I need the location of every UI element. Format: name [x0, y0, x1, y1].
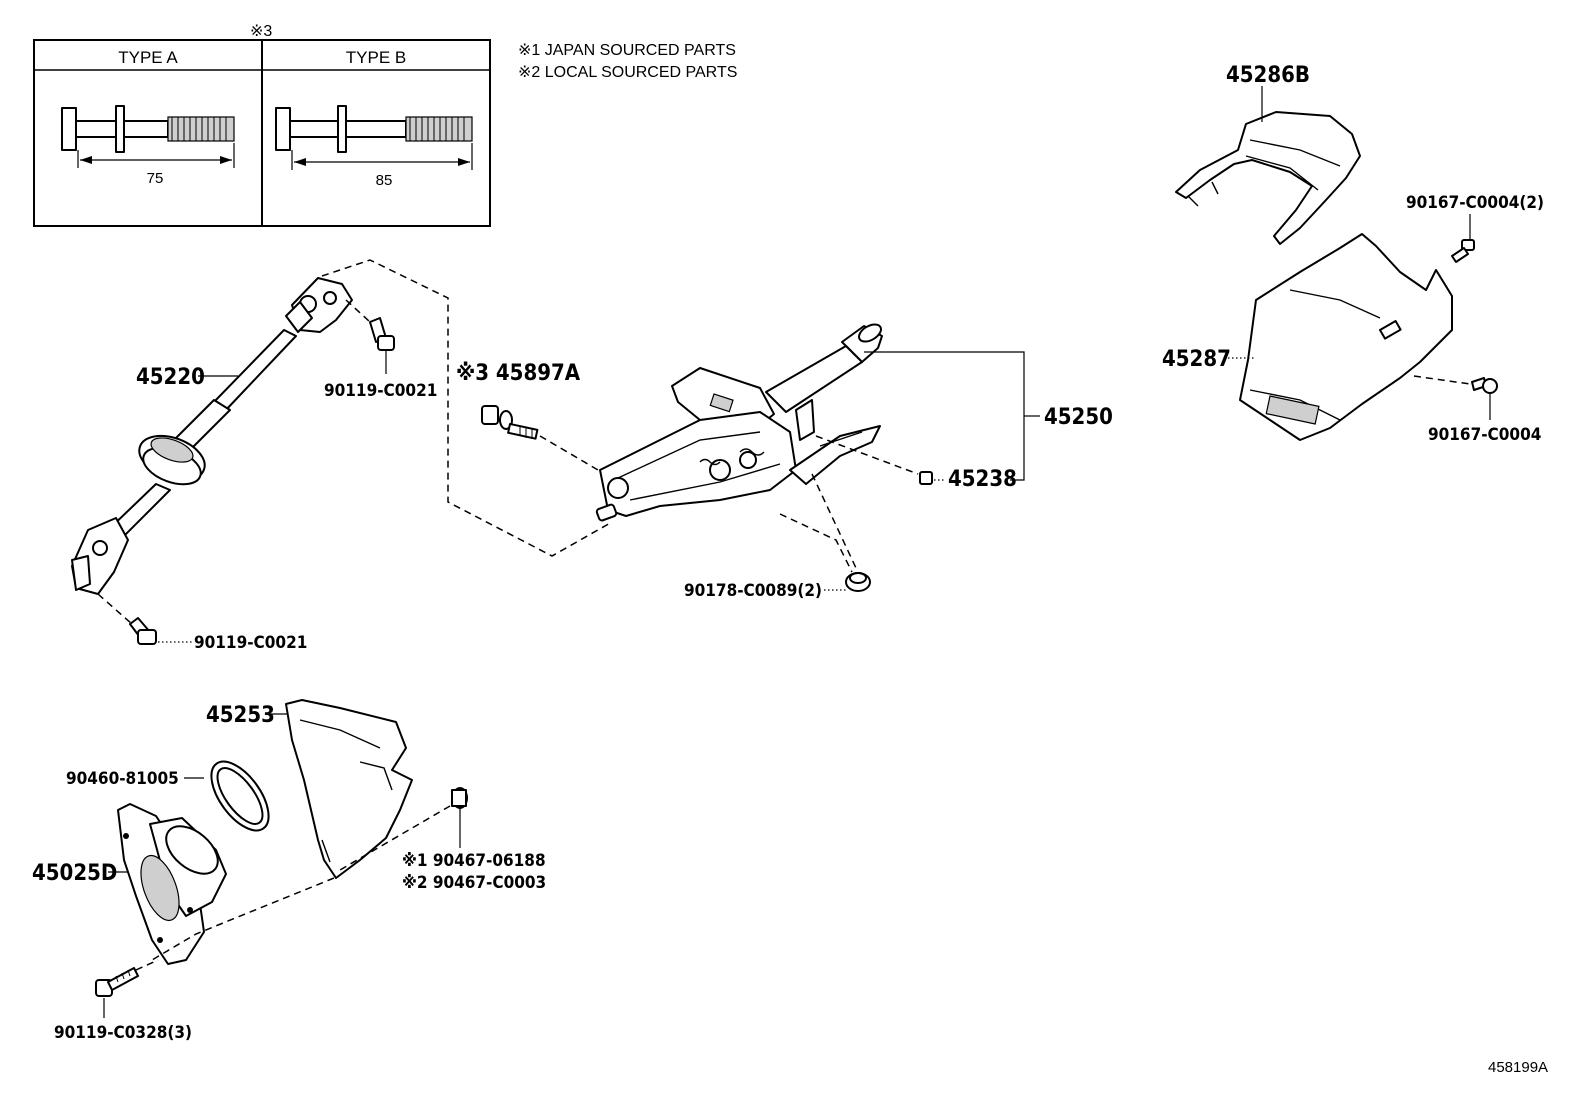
label-90119-c0328: 90119-C0328(3) — [54, 1023, 192, 1043]
type-b-length: 85 — [376, 172, 393, 189]
label-45253: 45253 — [206, 703, 275, 728]
label-90467-06188: ※1 90467-06188 — [402, 851, 546, 871]
screw-90167-c0004-2-icon — [1451, 239, 1475, 263]
label-45220: 45220 — [136, 365, 205, 390]
upper-cover-45286b — [1175, 111, 1361, 245]
bolt-90119-c0021-top-icon — [369, 317, 395, 351]
nut-90178-c0089-icon — [845, 572, 871, 592]
bolt-type-table: TYPE A TYPE B 75 — [33, 39, 491, 227]
lower-cover-45287 — [1239, 233, 1453, 441]
note-local-sourced: ※2 LOCAL SOURCED PARTS — [518, 64, 737, 81]
label-45897a: ※3 45897A — [456, 361, 581, 386]
label-45286b: 45286B — [1226, 63, 1310, 88]
note-japan-sourced: ※1 JAPAN SOURCED PARTS — [518, 42, 736, 59]
label-45238: 45238 — [948, 467, 1017, 492]
type-b-bolt-icon — [275, 105, 473, 170]
label-90167-c0004: 90167-C0004 — [1428, 425, 1541, 445]
clip-90467-icon — [451, 787, 468, 809]
boot-assembly-45025d — [117, 803, 227, 965]
type-a-length: 75 — [147, 170, 164, 187]
bolt-90119-c0021-bottom-icon — [129, 617, 157, 645]
label-45287: 45287 — [1162, 347, 1231, 372]
label-45025d: 45025D — [32, 861, 117, 886]
diagram-id: 458199A — [1488, 1059, 1548, 1076]
type-a-bolt-icon — [61, 105, 235, 168]
label-90119-c0021-top: 90119-C0021 — [324, 381, 437, 401]
intermediate-shaft-45220 — [71, 277, 353, 595]
type-b-header: TYPE B — [346, 48, 406, 67]
bolt-90119-c0328-icon — [95, 967, 139, 997]
label-90467-c0003: ※2 90467-C0003 — [402, 873, 546, 893]
type-table-reference: ※3 — [250, 23, 272, 40]
type-a-header: TYPE A — [118, 48, 178, 67]
bolt-45897a-icon — [481, 405, 539, 440]
nut-45238-icon — [919, 471, 933, 485]
label-90119-c0021-bottom: 90119-C0021 — [194, 633, 307, 653]
label-90167-c0004-2: 90167-C0004(2) — [1406, 193, 1544, 213]
seal-90460-81005 — [210, 760, 270, 832]
screw-90167-c0004-icon — [1471, 377, 1498, 394]
label-45250: 45250 — [1044, 405, 1113, 430]
label-90460-81005: 90460-81005 — [66, 769, 179, 789]
column-hole-cover-45253 — [285, 699, 413, 879]
steering-column-45250 — [595, 323, 883, 522]
label-90178-c0089: 90178-C0089(2) — [684, 581, 822, 601]
